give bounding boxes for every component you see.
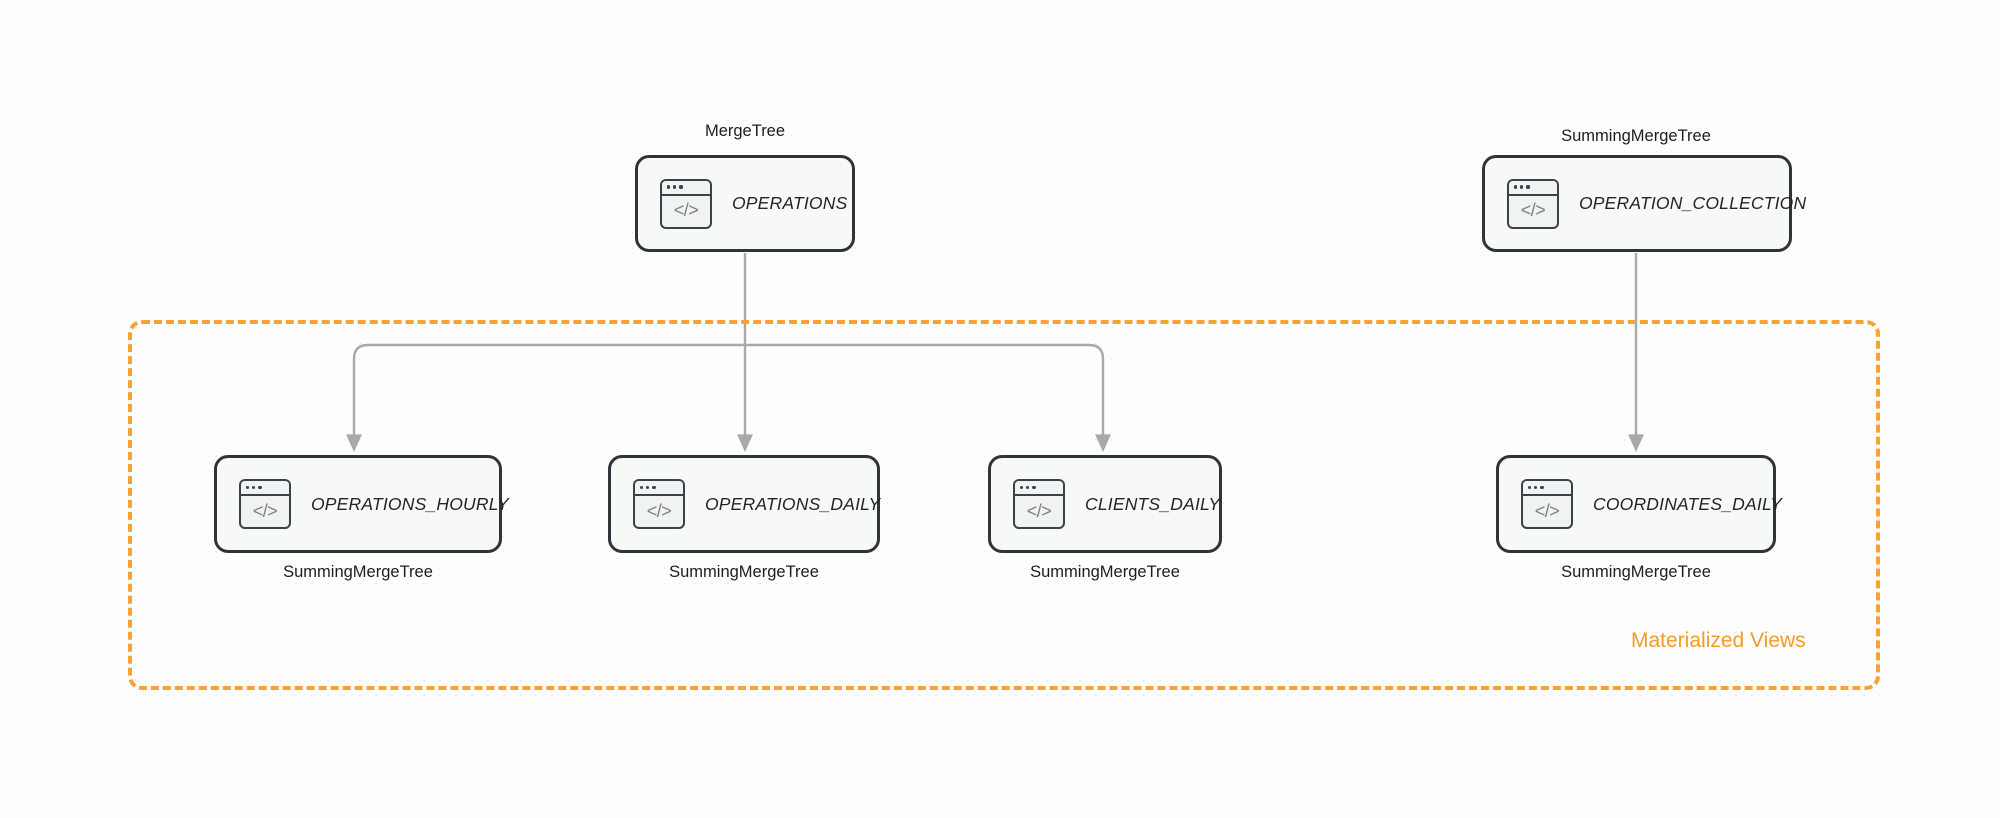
window-dot-2 xyxy=(1026,485,1030,490)
node-operation-collection[interactable]: </> OPERATION_COLLECTION xyxy=(1482,155,1806,252)
window-dot-2 xyxy=(646,485,650,490)
caption-operations-daily-engine: SummingMergeTree xyxy=(669,563,819,581)
code-glyph: </> xyxy=(1520,200,1546,220)
caption-coordinates-daily-engine: SummingMergeTree xyxy=(1561,563,1711,581)
code-window-titlebar xyxy=(241,481,289,496)
code-glyph: </> xyxy=(646,500,672,521)
caption-operations-hourly-engine: SummingMergeTree xyxy=(283,563,433,581)
code-window-titlebar xyxy=(635,481,683,496)
caption-operations-engine: MergeTree xyxy=(704,122,786,140)
code-window-icon: </> xyxy=(239,479,291,529)
window-dot-1 xyxy=(1020,485,1024,490)
window-dot-3 xyxy=(1540,485,1544,490)
node-title: CLIENTS_DAILY xyxy=(1085,493,1221,514)
window-dot-1 xyxy=(1514,185,1518,189)
window-dot-3 xyxy=(258,485,262,490)
window-dot-3 xyxy=(1032,485,1036,490)
node-operations[interactable]: </> OPERATIONS xyxy=(635,155,855,252)
window-dot-3 xyxy=(652,485,656,490)
node-title: OPERATIONS xyxy=(732,193,848,213)
node-title: OPERATION_COLLECTION xyxy=(1579,193,1807,213)
window-dot-2 xyxy=(1520,185,1524,189)
window-dot-2 xyxy=(252,485,256,490)
window-dot-1 xyxy=(1528,485,1532,490)
window-dot-3 xyxy=(679,185,683,189)
node-clients-daily[interactable]: </> CLIENTS_DAILY xyxy=(988,455,1222,553)
code-window-titlebar xyxy=(662,180,710,196)
window-dot-2 xyxy=(1534,485,1538,490)
node-operations-hourly[interactable]: </> OPERATIONS_HOURLY xyxy=(214,455,509,553)
code-window-icon: </> xyxy=(1507,178,1559,229)
node-coordinates-daily[interactable]: </> COORDINATES_DAILY xyxy=(1496,455,1782,553)
code-window-icon: </> xyxy=(660,178,712,229)
window-dot-1 xyxy=(667,185,671,189)
caption-clients-daily-engine: SummingMergeTree xyxy=(1030,563,1180,581)
node-title: OPERATIONS_DAILY xyxy=(705,493,881,514)
window-dot-1 xyxy=(640,485,644,490)
materialized-views-label: Materialized Views xyxy=(1631,629,1806,652)
window-dot-2 xyxy=(673,185,677,189)
code-window-titlebar xyxy=(1015,481,1063,496)
caption-operation-collection-engine: SummingMergeTree xyxy=(1561,127,1711,145)
window-dot-3 xyxy=(1526,185,1530,189)
code-window-icon: </> xyxy=(633,479,685,529)
node-title: OPERATIONS_HOURLY xyxy=(311,493,509,514)
window-dot-1 xyxy=(246,485,250,490)
code-window-titlebar xyxy=(1523,481,1571,496)
materialized-views-group xyxy=(128,320,1880,690)
code-glyph: </> xyxy=(1026,500,1052,521)
code-window-icon: </> xyxy=(1013,479,1065,529)
code-glyph: </> xyxy=(252,500,278,521)
code-glyph: </> xyxy=(1534,500,1560,521)
code-window-icon: </> xyxy=(1521,479,1573,529)
node-operations-daily[interactable]: </> OPERATIONS_DAILY xyxy=(608,455,880,553)
code-window-titlebar xyxy=(1509,180,1557,196)
code-glyph: </> xyxy=(673,200,699,220)
node-title: COORDINATES_DAILY xyxy=(1593,493,1783,514)
